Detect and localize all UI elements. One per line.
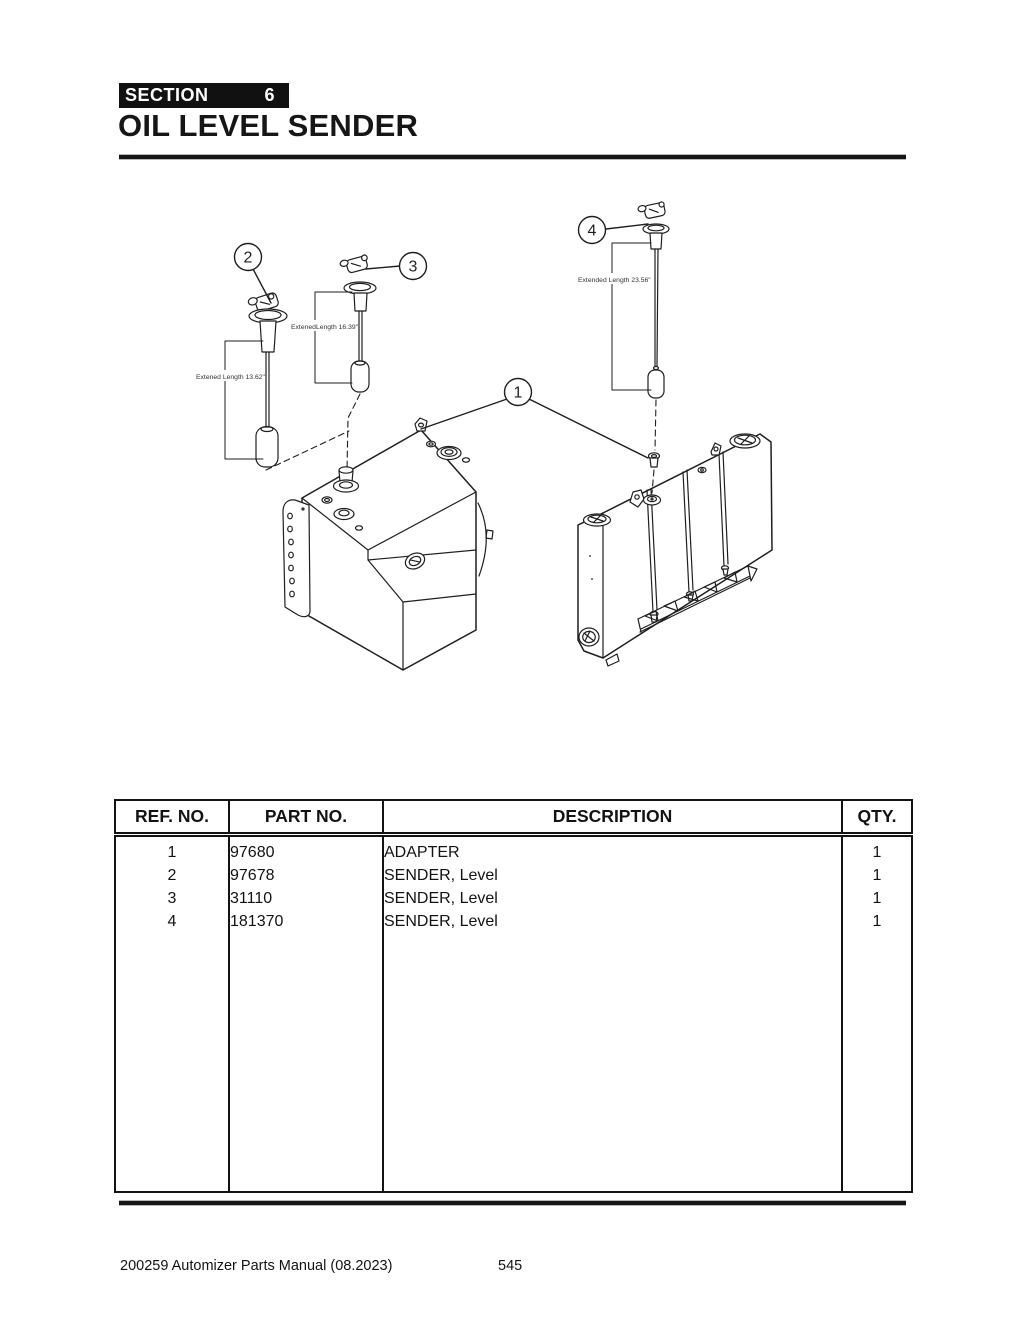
callout-3: 3: [409, 259, 418, 276]
footer-page-number: 545: [498, 1258, 523, 1274]
table-row: 2 97678 SENDER, Level 1: [114, 864, 913, 887]
qty-cell: 1: [841, 910, 913, 933]
header-ref-no: REF. NO.: [114, 799, 230, 837]
ref-no-cell: 4: [114, 910, 230, 933]
left-tank-drawing: [282, 417, 494, 671]
sender-4-drawing: [637, 201, 670, 399]
header-description: DESCRIPTION: [382, 799, 843, 837]
header-rule: [119, 155, 906, 159]
callout-1: 1: [514, 385, 523, 402]
dimension-label-sender-3: ExtenedLength 16.39": [291, 324, 359, 331]
callout-4: 4: [588, 223, 597, 240]
qty-cell: 1: [841, 834, 913, 864]
table-filler-row: [114, 933, 913, 1192]
section-badge: SECTION 6: [119, 83, 290, 108]
callout-2: 2: [244, 250, 253, 267]
table-row: 3 31110 SENDER, Level 1: [114, 887, 913, 910]
adapter-screw-drawing: [647, 452, 661, 468]
sender-3-drawing: [339, 254, 377, 393]
header-qty: QTY.: [841, 799, 913, 837]
ref-no-cell: 2: [114, 864, 230, 887]
footer-rule: [119, 1201, 906, 1205]
table-row: 1 97680 ADAPTER 1: [114, 834, 913, 864]
table-row: 4 181370 SENDER, Level 1: [114, 910, 913, 933]
footer-manual-title: 200259 Automizer Parts Manual (08.2023): [120, 1258, 393, 1274]
description-cell: ADAPTER: [382, 834, 843, 864]
ref-no-cell: 1: [114, 834, 230, 864]
page-title: OIL LEVEL SENDER: [118, 108, 419, 143]
qty-cell: 1: [841, 864, 913, 887]
part-no-cell: 181370: [228, 910, 384, 933]
dimension-label-backgrounds: [192, 273, 651, 381]
description-cell: SENDER, Level: [382, 887, 843, 910]
install-dashed-lines: [265, 393, 657, 494]
parts-diagram: Extened Length 13.62" ExtenedLength 16.3…: [192, 201, 773, 671]
description-cell: SENDER, Level: [382, 910, 843, 933]
parts-table: REF. NO. PART NO. DESCRIPTION QTY. 1 976…: [114, 799, 913, 1193]
right-tank-drawing: [577, 433, 773, 667]
section-label: SECTION: [125, 85, 209, 105]
part-no-cell: 97680: [228, 834, 384, 864]
ref-no-cell: 3: [114, 887, 230, 910]
dimension-label-sender-2: Extened Length 13.62": [196, 374, 266, 381]
qty-cell: 1: [841, 887, 913, 910]
callouts: [233, 215, 649, 459]
dimension-label-sender-4: Extended Length 23.56": [578, 277, 651, 284]
part-no-cell: 31110: [228, 887, 384, 910]
sender-2-drawing: [247, 292, 288, 468]
dimension-brackets: [224, 242, 652, 460]
table-header-row: REF. NO. PART NO. DESCRIPTION QTY.: [114, 799, 913, 837]
section-number: 6: [264, 85, 276, 105]
header-part-no: PART NO.: [228, 799, 384, 837]
description-cell: SENDER, Level: [382, 864, 843, 887]
part-no-cell: 97678: [228, 864, 384, 887]
